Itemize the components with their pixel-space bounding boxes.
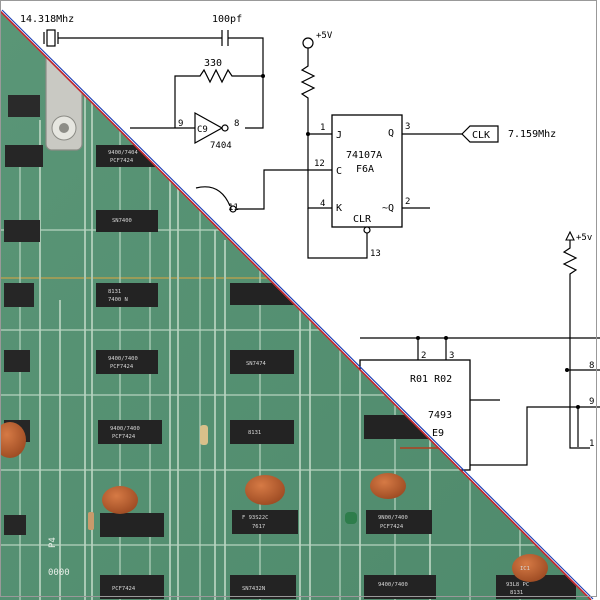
vcc-label-top: +5V xyxy=(316,31,333,41)
ic-row-1: 9400/7404 PCF7424 SN7400 xyxy=(4,95,158,242)
ic-label-6: 9400/7400 xyxy=(108,356,138,362)
ic-label-18: 8131 xyxy=(510,590,523,596)
ff-pin-q: 3 xyxy=(405,122,410,132)
ic-label-15: 7617 xyxy=(252,524,265,530)
capacitor-label: 100pf xyxy=(212,14,242,25)
ic-row-4: F 93S22C 7617 9N00/7400 PCF7424 9400/740… xyxy=(4,510,576,599)
clk-frequency: 7.159Mhz xyxy=(508,129,556,140)
ic-label-7: PCF7424 xyxy=(110,364,134,370)
ff-pin-k: 4 xyxy=(320,199,325,209)
silk-ref: P4 xyxy=(48,537,58,548)
ic-label-5: 7400 N xyxy=(108,297,128,303)
vcc-label-right: +5v xyxy=(576,233,592,243)
counter-pin-a: 2 xyxy=(421,351,426,361)
ic-label-11: 8131 xyxy=(248,430,261,436)
clk-tag-label: CLK xyxy=(472,130,490,141)
ic-label-16: 9400/7400 xyxy=(378,582,408,588)
counter-resets: R01 R02 xyxy=(410,374,452,385)
ic-label-2: PCF7424 xyxy=(110,158,134,164)
divider-line-blue xyxy=(1,9,594,600)
counter-ref: E9 xyxy=(432,428,444,439)
ceramic-capacitors: IC1 xyxy=(0,422,548,582)
ic-label-17: 93L8 PC xyxy=(506,582,529,588)
resistor-330-symbol xyxy=(174,68,263,128)
ic-label-20: PCF7424 xyxy=(112,586,136,592)
wire-cap-right xyxy=(228,37,264,129)
silk-numbers: 0000 xyxy=(48,568,70,578)
ff-ref: F6A xyxy=(356,164,374,175)
ic-chips: 9400/7404 PCF7424 SN7400 8131 7400 N 940… xyxy=(4,95,576,599)
ic-label-14: F 93S22C xyxy=(242,515,269,521)
ff-qbar: ~Q xyxy=(382,203,394,214)
ic-label-1: 9400/7404 xyxy=(108,150,138,156)
ic-row-2: 8131 7400 N 9400/7400 PCF7424 SN7474 xyxy=(4,283,294,374)
vcc-terminal-top xyxy=(302,37,314,49)
pullup-resistor-right xyxy=(562,240,578,280)
counter-part: 7493 xyxy=(428,410,452,421)
counter-pin-right-a: 8 xyxy=(589,361,594,371)
resistor-label: 330 xyxy=(204,58,222,69)
counter-pin-right-b: 9 xyxy=(589,397,594,407)
ff-c: C xyxy=(336,166,342,177)
ic-label-9: 9400/7400 xyxy=(110,426,140,432)
ic-label-8: SN7474 xyxy=(246,361,267,367)
ff-pin-c: 12 xyxy=(314,159,325,169)
inverter-symbol xyxy=(194,111,224,145)
ic-label-19: SN7432N xyxy=(242,586,265,592)
ic-label-12: 9N00/7400 xyxy=(378,515,408,521)
ic-label-10: PCF7424 xyxy=(112,434,136,440)
clk-tag xyxy=(461,125,499,143)
ic-label-4: 8131 xyxy=(108,289,121,295)
ff-pin-qbar: 2 xyxy=(405,197,410,207)
ic-label-21: IC1 xyxy=(520,566,530,572)
inverter-pin-out: 8 xyxy=(234,119,239,129)
ff-q: Q xyxy=(388,128,394,139)
ff-pin-j: 1 xyxy=(320,123,325,133)
ff-part: 74107A xyxy=(346,150,382,161)
pullup-resistor xyxy=(300,48,332,135)
ff-j: J xyxy=(336,130,342,141)
divider-line-red xyxy=(0,10,592,600)
schematic-drawing: 14.318Mhz 100pf 330 9 C9 7404 8 11 xyxy=(20,14,600,471)
inverter-pin-in: 9 xyxy=(178,119,183,129)
ff-pin-clr: 13 xyxy=(370,249,381,259)
inverter-part: 7404 xyxy=(210,141,232,151)
counter-pin-right-c: 1 xyxy=(589,439,594,449)
gate-pin: 11 xyxy=(228,203,239,213)
inverter-name: C9 xyxy=(197,125,208,135)
small-components xyxy=(88,425,440,530)
ff-k: K xyxy=(336,203,342,214)
ic-label-3: SN7400 xyxy=(112,218,132,224)
counter-pin-b: 3 xyxy=(449,351,454,361)
ff-clr: CLR xyxy=(353,214,372,225)
ic-label-13: PCF7424 xyxy=(380,524,404,530)
gate-output-arc xyxy=(195,186,231,207)
crystal-label: 14.318Mhz xyxy=(20,14,74,25)
